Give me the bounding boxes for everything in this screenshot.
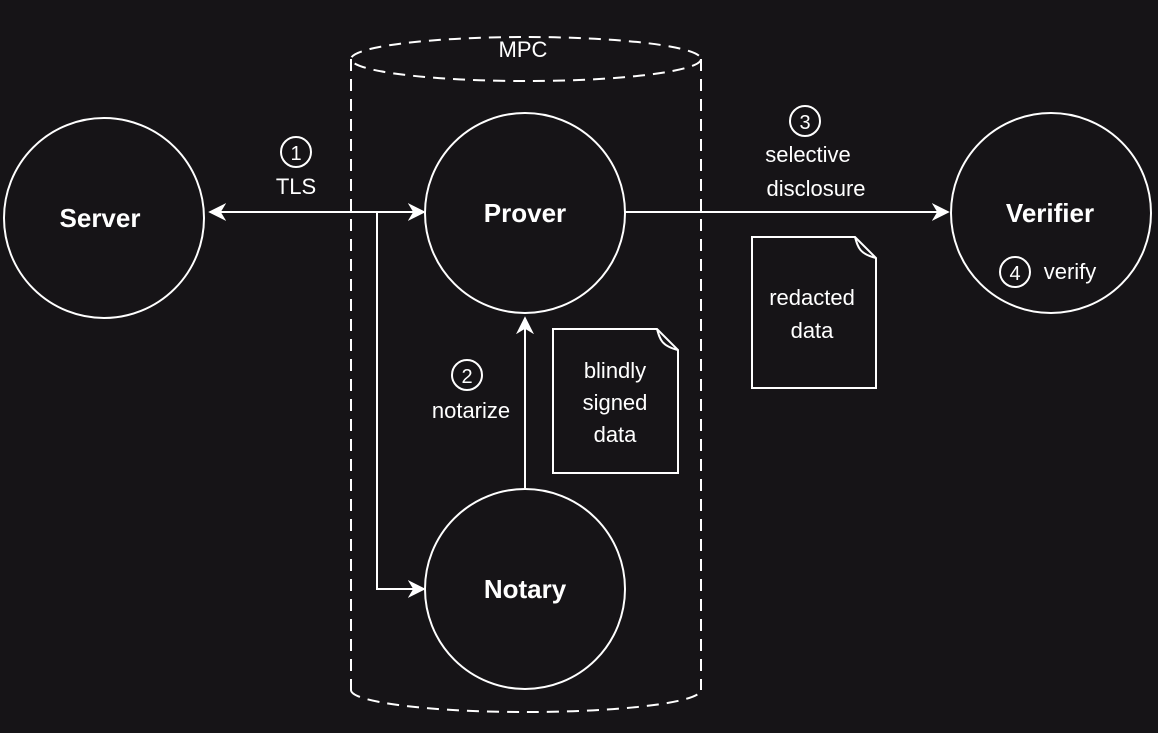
disclosure-label-line2: disclosure bbox=[766, 176, 865, 201]
step-2-badge bbox=[451, 359, 483, 391]
server-node bbox=[3, 117, 205, 319]
disclosure-label-line1: selective bbox=[765, 142, 851, 167]
prover-label: Prover bbox=[484, 198, 566, 228]
step-4-badge bbox=[999, 256, 1031, 288]
mpc-label: MPC bbox=[499, 37, 548, 62]
verify-label: verify bbox=[1044, 259, 1097, 284]
verifier-label: Verifier bbox=[1006, 198, 1094, 228]
redacted-line2: data bbox=[791, 318, 835, 343]
verifier-node bbox=[950, 112, 1152, 314]
notary-node bbox=[424, 488, 626, 690]
step-3-badge bbox=[789, 105, 821, 137]
step-3-number: 3 bbox=[799, 112, 810, 134]
prover-node bbox=[424, 112, 626, 314]
step-2-number: 2 bbox=[461, 366, 472, 388]
tls-label: TLS bbox=[276, 174, 316, 199]
notarize-label: notarize bbox=[432, 398, 510, 423]
server-label: Server bbox=[60, 203, 141, 233]
blindly-signed-line3: data bbox=[594, 422, 638, 447]
notary-label: Notary bbox=[484, 574, 567, 604]
mpc-container bbox=[350, 36, 702, 713]
blindly-signed-line1: blindly bbox=[584, 358, 646, 383]
mpc-cylinder-bottom bbox=[350, 689, 702, 713]
notary-connection-arrow bbox=[376, 212, 426, 598]
blindly-signed-document-icon bbox=[552, 328, 679, 474]
redacted-document-icon bbox=[751, 236, 877, 389]
step-1-badge bbox=[280, 136, 312, 168]
step-4-number: 4 bbox=[1009, 263, 1020, 285]
blindly-signed-line2: signed bbox=[583, 390, 648, 415]
step-1-number: 1 bbox=[290, 143, 301, 165]
redacted-line1: redacted bbox=[769, 285, 855, 310]
